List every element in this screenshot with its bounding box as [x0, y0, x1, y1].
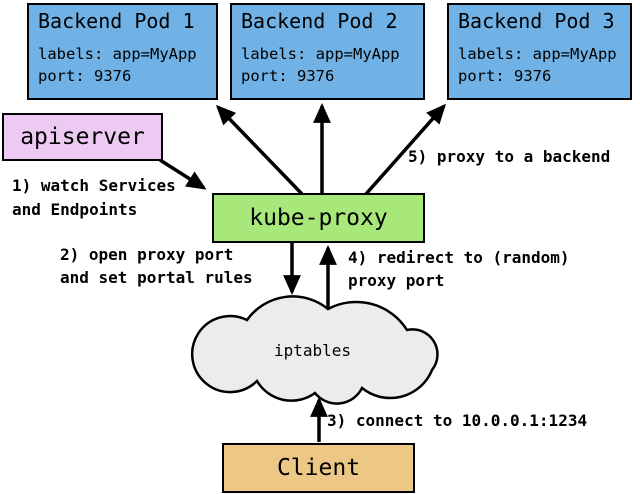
arrow-apiserver-to-kube-proxy [159, 158, 207, 190]
annotation-step1: 1) watch Services and Endpoints [12, 174, 176, 222]
annotation-step1-line1: 1) watch Services [12, 176, 176, 195]
backend-pod-1-labels: labels: app=MyApp [38, 45, 197, 63]
backend-pod-3-title: Backend Pod 3 [458, 9, 615, 33]
backend-pod-2-box: Backend Pod 2 labels: app=MyApp port: 93… [230, 3, 425, 100]
arrow-kube-proxy-to-pod3 [364, 103, 446, 196]
kube-proxy-box: kube-proxy [212, 193, 425, 243]
iptables-label: iptables [274, 341, 352, 360]
backend-pod-1-title: Backend Pod 1 [38, 9, 195, 33]
annotation-step2-line1: 2) open proxy port [60, 245, 234, 264]
annotation-step5: 5) proxy to a backend [408, 146, 610, 169]
client-label: Client [276, 455, 361, 481]
backend-pod-1-box: Backend Pod 1 labels: app=MyApp port: 93… [27, 3, 218, 100]
backend-pod-2-port: port: 9376 [241, 67, 335, 85]
annotation-step4: 4) redirect to (random) proxy port [348, 247, 570, 292]
annotation-step5-line1: 5) proxy to a backend [408, 147, 611, 166]
backend-pod-3-labels: labels: app=MyApp [458, 45, 617, 63]
backend-pod-2-labels: labels: app=MyApp [241, 45, 400, 63]
iptables-cloud-shape [190, 295, 439, 405]
apiserver-label: apiserver [20, 124, 145, 150]
annotation-step2: 2) open proxy port and set portal rules [60, 244, 253, 289]
annotation-step3: 3) connect to 10.0.0.1:1234 [327, 410, 587, 433]
client-box: Client [222, 443, 415, 493]
backend-pod-3-box: Backend Pod 3 labels: app=MyApp port: 93… [447, 3, 632, 100]
annotation-step2-line2: and set portal rules [60, 267, 253, 287]
arrow-kube-proxy-to-pod1 [215, 104, 304, 196]
backend-pod-2-title: Backend Pod 2 [241, 9, 398, 33]
annotation-step1-line2: and Endpoints [12, 200, 138, 219]
annotation-step3-line1: 3) connect to 10.0.0.1:1234 [327, 411, 588, 430]
backend-pod-3-port: port: 9376 [458, 67, 552, 85]
apiserver-box: apiserver [2, 113, 163, 161]
annotation-step4-line2: proxy port [348, 270, 445, 290]
kube-proxy-label: kube-proxy [249, 205, 388, 231]
annotation-step4-line1: 4) redirect to (random) [348, 248, 570, 267]
backend-pod-1-port: port: 9376 [38, 67, 132, 85]
